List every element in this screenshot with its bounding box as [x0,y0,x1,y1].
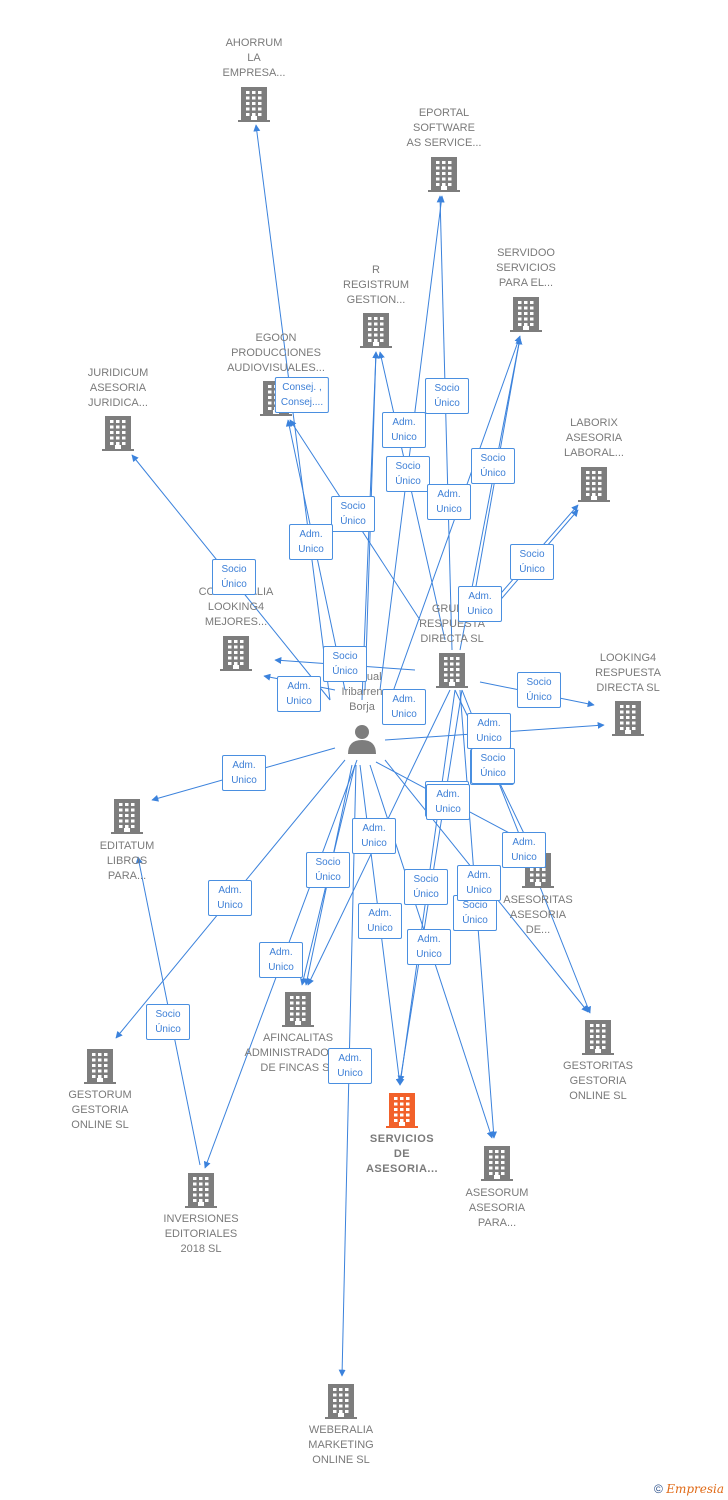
relationship-badge-5[interactable]: Adm. Unico [427,484,471,520]
node-label-editatum[interactable]: EDITATUM LIBROS PARA... [99,840,155,882]
node-label-inversiones[interactable]: INVERSIONES EDITORIALES 2018 SL [163,1213,239,1255]
relationship-badge-19[interactable]: Socio Único [306,852,350,888]
node-label-gestoritas[interactable]: GESTORITAS GESTORIA ONLINE SL [563,1060,633,1102]
building-icon-ahorrum[interactable] [238,87,270,122]
relationship-badge-31[interactable]: Socio Único [510,544,554,580]
relationship-badge-6[interactable]: Socio Único [331,496,375,532]
relationship-badge-8[interactable]: Socio Único [212,559,256,595]
relationship-badge-27[interactable]: Socio Único [146,1004,190,1040]
node-label-egoon[interactable]: EGOON PRODUCCIONES AUDIOVISUALES... [227,332,325,374]
building-icon-grupo[interactable] [436,653,468,688]
relationship-badge-29[interactable]: Adm. Unico [259,942,303,978]
relationship-badge-26[interactable]: Adm. Unico [407,929,451,965]
node-label-asesorum[interactable]: ASESORUM ASESORIA PARA... [465,1187,529,1229]
node-label-looking4[interactable]: LOOKING4 RESPUESTA DIRECTA SL [595,652,661,694]
relationship-badge-1[interactable]: Socio Único [425,378,469,414]
node-label-asesoritas[interactable]: ASESORITAS ASESORIA DE... [503,894,573,936]
relationship-badge-28[interactable]: Socio Único [471,748,515,784]
relationship-badge-10[interactable]: Adm. Unico [277,676,321,712]
building-icon-weberalia[interactable] [325,1384,357,1419]
relationship-badge-16[interactable]: Adm. Unico [222,755,266,791]
building-icon-afincalitas[interactable] [282,992,314,1027]
relationship-badge-32[interactable]: Adm. Unico [426,784,470,820]
edge-line-7 [377,351,446,641]
relationship-badge-9[interactable]: Adm. Unico [458,586,502,622]
relationship-badge-12[interactable]: Adm. Unico [382,689,426,725]
relationship-badge-21[interactable]: Adm. Unico [208,880,252,916]
node-label-servicios[interactable]: SERVICIOS DE ASESORIA... [365,1133,439,1175]
relationship-badge-14[interactable]: Socio Único [517,672,561,708]
building-icon-registrum[interactable] [360,313,392,348]
building-icon-inversiones[interactable] [185,1173,217,1208]
edge-line-8 [436,195,453,651]
relationship-badge-30[interactable]: Adm. Unico [328,1048,372,1084]
relationship-badge-2[interactable]: Adm. Unico [382,412,426,448]
node-label-gestorum[interactable]: GESTORUM GESTORIA ONLINE SL [68,1089,132,1131]
relationship-badge-0[interactable]: Consej. , Consej.... [274,377,330,413]
node-label-weberalia[interactable]: WEBERALIA MARKETING ONLINE SL [308,1424,374,1466]
node-label-registrum[interactable]: R REGISTRUM GESTION... [343,264,409,306]
building-icon-gestoritas[interactable] [582,1020,614,1055]
relationship-badge-4[interactable]: Socio Único [471,448,515,484]
relationship-badge-18[interactable]: Adm. Unico [352,818,396,854]
building-icon-consultalia[interactable] [220,636,252,671]
copyright-symbol: © [654,1482,663,1496]
relationship-badge-20[interactable]: Adm. Unico [502,832,546,868]
building-icon-laborix[interactable] [578,467,610,502]
building-icon-juridicum[interactable] [102,416,134,451]
relationship-badge-24[interactable]: Adm. Unico [457,865,501,901]
relationship-badge-7[interactable]: Adm. Unico [289,524,333,560]
brand-logo[interactable]: Empresia [666,1482,724,1496]
relationship-badge-25[interactable]: Adm. Unico [358,903,402,939]
node-label-eportal[interactable]: EPORTAL SOFTWARE AS SERVICE... [406,107,482,149]
relationship-badge-13[interactable]: Adm. Unico [467,713,511,749]
node-label-juridicum[interactable]: JURIDICUM ASESORIA JURIDICA... [87,367,149,409]
node-label-ahorrum[interactable]: AHORRUM LA EMPRESA... [222,37,286,79]
building-icon-servicios[interactable] [386,1093,418,1128]
relationship-badge-3[interactable]: Socio Único [386,456,430,492]
node-label-laborix[interactable]: LABORIX ASESORIA LABORAL... [564,417,624,459]
relationship-badge-11[interactable]: Socio Único [323,646,367,682]
building-icon-eportal[interactable] [428,157,460,192]
building-icon-gestorum[interactable] [84,1049,116,1084]
person-icon[interactable] [348,725,376,754]
building-icon-asesorum[interactable] [481,1146,513,1181]
building-icon-servidoo[interactable] [510,297,542,332]
node-label-servidoo[interactable]: SERVIDOO SERVICIOS PARA EL... [496,247,556,289]
building-icon-looking4[interactable] [612,701,644,736]
building-icon-editatum[interactable] [111,799,143,834]
relationship-badge-22[interactable]: Socio Único [404,869,448,905]
footer: © Empresia [654,1482,724,1496]
